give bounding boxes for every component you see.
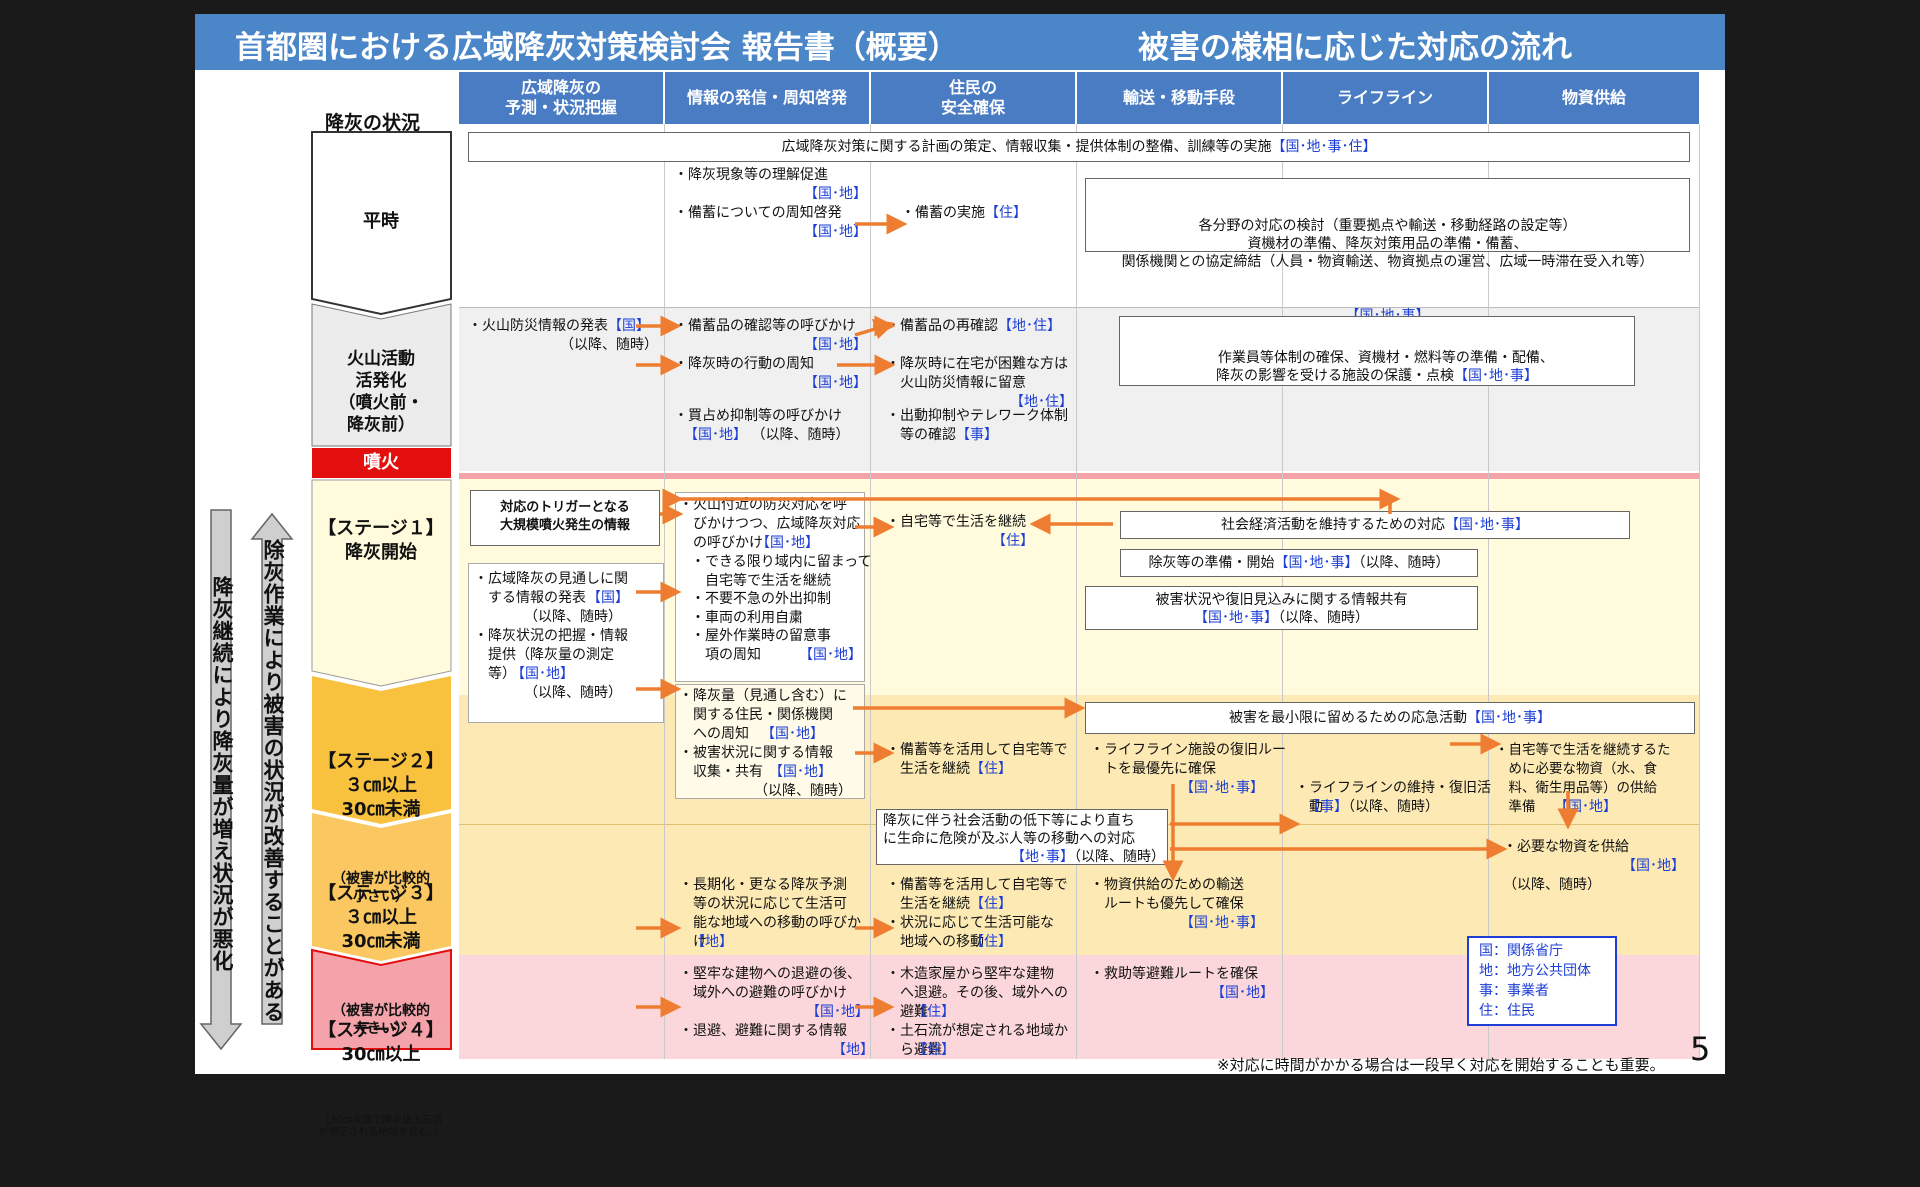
stage-funka: 噴火 (363, 452, 399, 473)
stage-heiji: 平時 (363, 211, 399, 232)
column-header-lifeline: ライフライン (1283, 72, 1487, 124)
stage-kazan: 火山活動 活発化 （噴火前・ 降灰前） (338, 349, 424, 435)
stage-3: 【ステージ３】 ３㎝以上 30㎝未満 （被害が比較的 大きい） (318, 883, 444, 1037)
s1-box-ashremoval: 除灰等の準備・開始【国･地･事】（以降、随時） (1120, 549, 1478, 577)
prediction-info-box (468, 563, 664, 723)
page-number: 5 (1690, 1030, 1711, 1068)
slide-subtitle: 被害の様相に応じた対応の流れ (1138, 30, 1572, 66)
row-bg-funka-line (459, 473, 1699, 479)
column-header-transport: 輸送・移動手段 (1077, 72, 1281, 124)
axis-label: 降灰の状況 (325, 112, 421, 134)
stage-2: 【ステージ２】 ３㎝以上 30㎝未満 （被害が比較的 小さい） (318, 751, 444, 905)
arrow-label-worsening: 降灰継続により降灰量が増え状況が悪化 (210, 576, 234, 972)
column-header-safety: 住民の 安全確保 (871, 72, 1075, 124)
s2-box-emergency: 被害を最小限に留めるための応急活動【国･地･事】 (1085, 702, 1695, 734)
legend-box: 国：関係省庁 地：地方公共団体 事：事業者 住：住民 (1467, 936, 1617, 1026)
s1-box-infoshare: 被害状況や復旧見込みに関する情報共有 【国･地･事】（以降、随時） (1085, 586, 1478, 630)
stage-column-shapes (311, 131, 452, 1050)
heiji-box: 各分野の対応の検討（重要拠点や輸送・移動経路の設定等） 資機材の準備、降灰対策用… (1085, 178, 1690, 324)
stage-1: 【ステージ１】 降灰開始 (318, 518, 444, 563)
column-header-supply: 物資供給 (1489, 72, 1699, 124)
s23-box-move: 降灰に伴う社会活動の低下等により直ち に生命に危険が及ぶ人等の移動への対応 【地… (876, 809, 1168, 865)
heiji-banner: 広域降灰対策に関する計画の策定、情報収集・提供体制の整備、訓練等の実施【国･地･… (468, 132, 1690, 162)
flow-arrows (636, 213, 1579, 1018)
column-header-prediction: 広域降灰の 予測・状況把握 (459, 72, 663, 124)
slide: 首都圏における広域降灰対策検討会 報告書（概要） 被害の様相に応じた対応の流れ … (195, 14, 1725, 1138)
column-header-info: 情報の発信・周知啓発 (665, 72, 869, 124)
s1-box-economy: 社会経済活動を維持するための対応【国･地･事】 (1120, 511, 1630, 539)
slide-title: 首都圏における広域降灰対策検討会 報告書（概要） (235, 30, 959, 66)
arrow-label-improving: 除灰作業により被害の状況が改善することがある (261, 539, 285, 1023)
side-arrows (199, 509, 294, 1051)
title-bar: 首都圏における広域降灰対策検討会 報告書（概要） 被害の様相に応じた対応の流れ (195, 14, 1725, 70)
trigger-box: 対応のトリガーとなる 大規模噴火発生の情報 (470, 490, 660, 546)
kazan-box: 作業員等体制の確保、資機材・燃料等の準備・配備、 降灰の影響を受ける施設の保護・… (1119, 316, 1635, 386)
footnote: ※対応に時間がかかる場合は一段早く対応を開始することも重要。 (1217, 1056, 1665, 1074)
